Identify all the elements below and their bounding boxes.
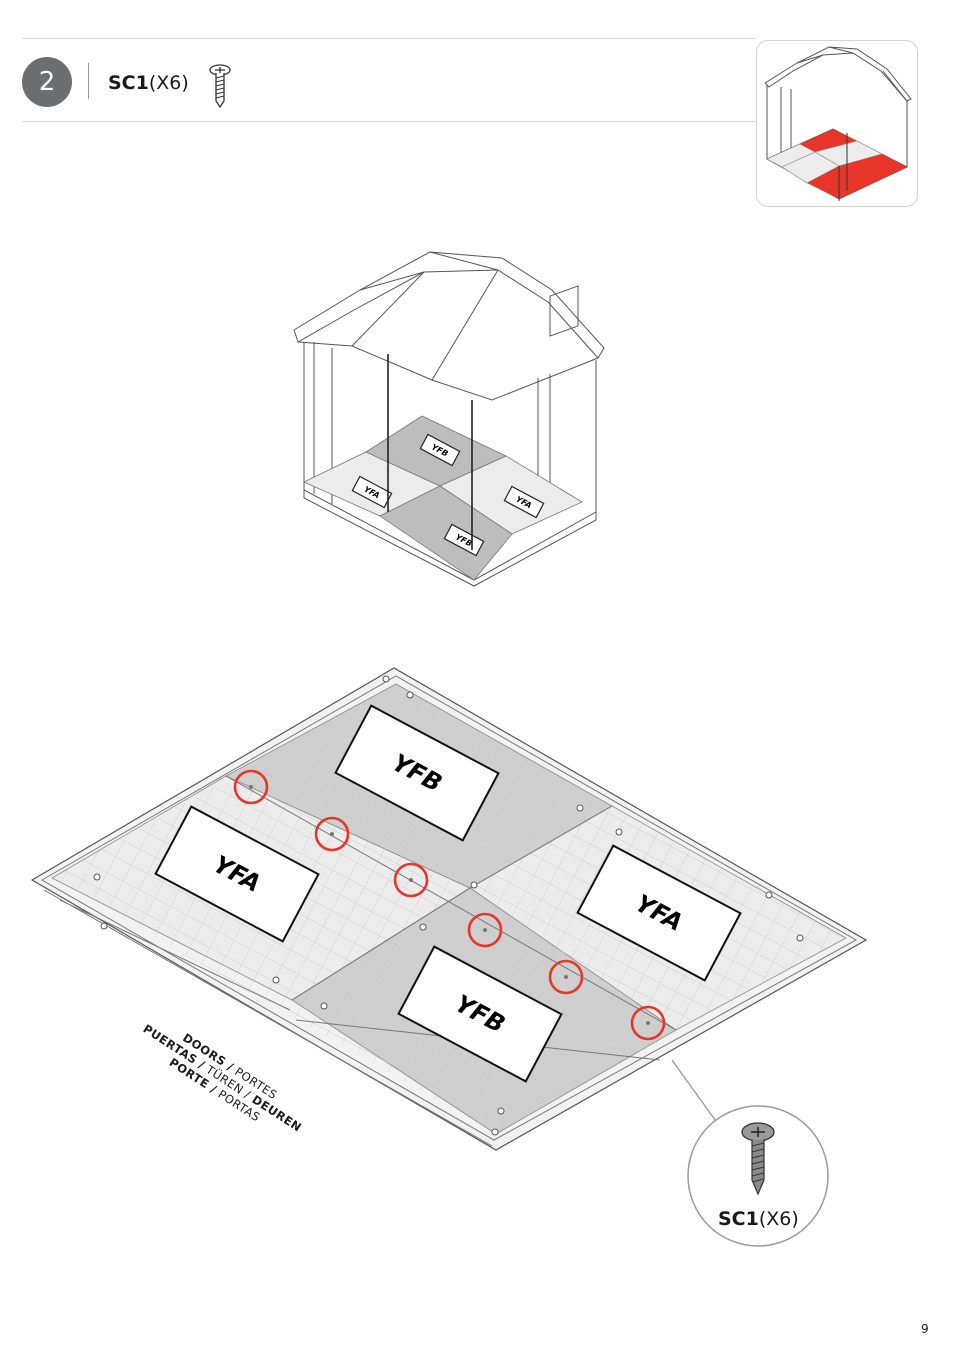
shed-overview-diagram: YFB YFA YFA YFB — [293, 251, 605, 587]
screw-location-3 — [393, 862, 429, 898]
screw-location-5 — [548, 959, 584, 995]
page-number: 9 — [921, 1322, 929, 1336]
step-number: 2 — [38, 67, 56, 97]
step-number-badge: 2 — [22, 57, 72, 107]
screw-icon — [209, 64, 231, 109]
screw-location-6 — [630, 1005, 666, 1041]
callout-part-code: SC1(X6) — [718, 1208, 799, 1230]
screw-location-4 — [467, 912, 503, 948]
header-part-code: SC1(X6) — [108, 72, 189, 94]
callout-screw-icon — [741, 1122, 775, 1196]
shed-thumbnail-icon — [764, 46, 912, 201]
callout-part-name: SC1 — [718, 1208, 759, 1230]
header-part-quantity: (X6) — [148, 72, 189, 94]
screw-location-1 — [233, 769, 269, 805]
header-bottom-rule — [22, 121, 756, 122]
header-divider — [88, 63, 89, 99]
screw-location-2 — [314, 816, 350, 852]
header-top-rule — [22, 38, 756, 39]
location-thumbnail — [756, 40, 918, 207]
callout-part-quantity: (X6) — [758, 1208, 799, 1230]
header-part-name: SC1 — [108, 72, 149, 94]
